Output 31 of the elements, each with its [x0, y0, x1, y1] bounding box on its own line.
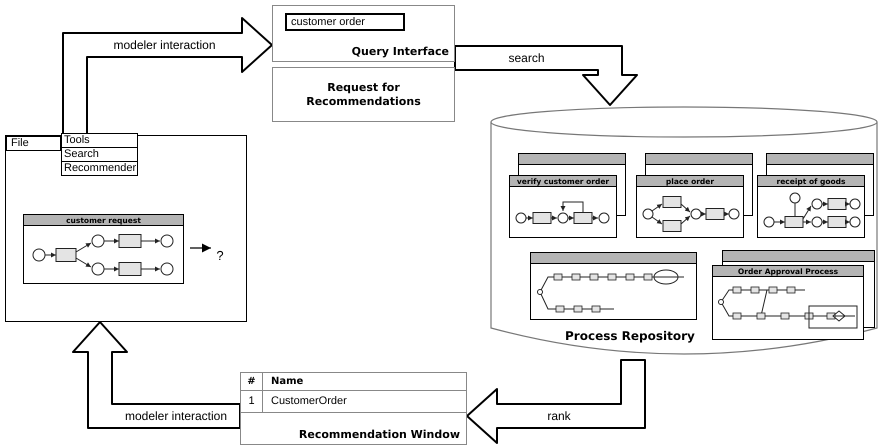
edge-label: modeler interaction [113, 38, 216, 52]
menu-item: Tools [61, 133, 138, 148]
arrow [190, 243, 211, 253]
process-model-card [530, 252, 697, 320]
menu-item: Recommender [61, 161, 138, 176]
repository-title: Process Repository [565, 329, 695, 344]
process-model-card [23, 214, 184, 284]
window-title: Recommendation Window [298, 428, 460, 442]
column-header: # [241, 373, 263, 390]
menu-item: Search [61, 147, 138, 162]
input-field: customer order [285, 13, 405, 31]
recommendation-table [240, 372, 467, 445]
column-header: Name [270, 375, 304, 389]
process-model-card [712, 265, 864, 340]
panel-title: Query Interface [352, 45, 449, 59]
menu-item: File [6, 136, 61, 151]
edge-label: rank [547, 409, 571, 423]
process-model-card [509, 175, 617, 238]
hollow-arrow [454, 45, 638, 106]
panel-title: Request for Recommendations [305, 80, 422, 108]
process-model-card [757, 175, 865, 238]
row-number: 1 [241, 391, 263, 412]
edge-label: modeler interaction [124, 409, 228, 423]
request-panel [272, 67, 455, 122]
question-mark: ? [215, 247, 225, 265]
edge-label: search [508, 51, 545, 65]
process-name: CustomerOrder [270, 394, 347, 409]
editor-window [5, 135, 247, 322]
hollow-arrow [466, 359, 646, 444]
query-panel [272, 5, 455, 62]
process-model-card [636, 175, 744, 238]
